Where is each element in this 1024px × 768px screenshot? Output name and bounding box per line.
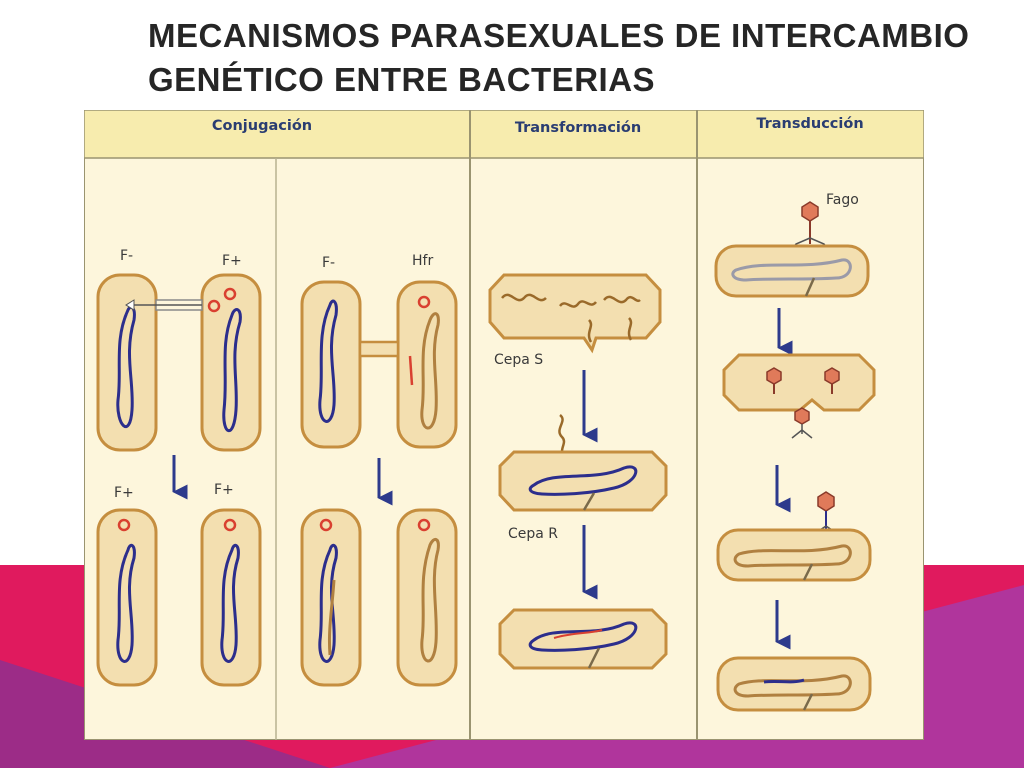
attachment-stalk — [802, 563, 814, 581]
bacteriophage — [801, 201, 819, 222]
bacterium-result-f-plus — [96, 508, 158, 687]
transduction-group — [714, 201, 876, 712]
dna-fragment-entering — [558, 414, 566, 458]
plasmid-f — [223, 287, 237, 301]
chromosome — [733, 544, 852, 568]
label-fago: Fago — [826, 192, 859, 208]
chromosome — [116, 305, 136, 428]
dna-fragment — [627, 317, 633, 341]
bacterium-hfr — [396, 280, 458, 449]
bacterium-f-plus — [200, 273, 262, 452]
chromosome-recombined — [528, 621, 638, 652]
bacteriophage — [824, 367, 840, 385]
plasmid-f — [207, 299, 221, 313]
chromosome — [222, 308, 242, 433]
chromosome — [318, 299, 338, 423]
label-f-plus: F+ — [222, 253, 242, 269]
bacteriophage — [817, 491, 835, 512]
lysed-bacterium — [488, 273, 662, 354]
label-f-minus: F- — [120, 248, 134, 264]
recombined-segment — [553, 629, 603, 639]
chromosome — [731, 258, 852, 282]
bacterium-result-f-plus — [200, 508, 262, 687]
recombined-segment — [763, 678, 805, 684]
bacterium-result-hfr — [396, 508, 458, 687]
bacterium-f-minus — [96, 273, 158, 452]
plasmid-f — [319, 518, 333, 532]
chromosome-hfr — [420, 537, 440, 663]
transfer-arrowhead — [125, 299, 135, 311]
attachment-stalk — [582, 492, 596, 511]
plasmid-f — [117, 518, 131, 532]
bacterium-recipient — [716, 528, 872, 582]
plasmid-f — [417, 518, 431, 532]
bacteria-exchange-diagram: Conjugación Transformación Transducción … — [84, 110, 924, 740]
dna-fragment — [587, 319, 593, 343]
dna-fragment — [501, 293, 547, 302]
bacterium-lysed — [722, 353, 876, 412]
transformation-group — [488, 273, 668, 670]
chromosome-hfr — [420, 312, 440, 430]
attachment-stalk — [804, 277, 816, 297]
transferred-dna — [408, 355, 414, 386]
plasmid-f — [223, 518, 237, 532]
bacterium-transformed — [498, 608, 668, 670]
label-cepa-s: Cepa S — [494, 352, 544, 368]
label-hfr: Hfr — [412, 253, 434, 269]
slide-title-line-2: GENÉTICO ENTRE BACTERIAS — [148, 61, 656, 98]
header-conjugacion: Conjugación — [211, 118, 313, 134]
conjugation-hfr-group — [300, 280, 458, 687]
chromosome — [116, 543, 136, 663]
conjugation-f-plus-group — [96, 273, 262, 687]
plasmid-f — [417, 295, 431, 309]
recombined-segment — [327, 579, 336, 656]
chromosome — [220, 543, 240, 663]
label-f-plus-result: F+ — [214, 482, 234, 498]
bacterium-host — [714, 244, 870, 298]
chromosome — [318, 543, 338, 663]
dna-fragment — [559, 300, 597, 308]
slide-title: MECANISMOS PARASEXUALES DE INTERCAMBIO G… — [148, 14, 1008, 102]
label-f-plus-result: F+ — [114, 485, 134, 501]
dna-fragment — [603, 295, 641, 304]
label-cepa-r: Cepa R — [508, 526, 559, 542]
diagram-graphics — [84, 110, 924, 740]
header-strip — [84, 110, 924, 159]
bacterium-cepa-r — [498, 450, 668, 512]
label-f-minus: F- — [322, 255, 336, 271]
attachment-stalk — [587, 647, 601, 669]
chromosome — [528, 465, 638, 496]
header-transduccion: Transducción — [756, 116, 864, 132]
slide-title-line-1: MECANISMOS PARASEXUALES DE INTERCAMBIO — [148, 17, 970, 54]
phage-legs — [791, 424, 813, 439]
bacteriophage — [766, 367, 782, 385]
bacteriophage — [794, 407, 810, 425]
attachment-stalk — [802, 693, 814, 711]
conjugation-bridge — [358, 340, 400, 358]
header-transformacion: Transformación — [514, 120, 642, 136]
